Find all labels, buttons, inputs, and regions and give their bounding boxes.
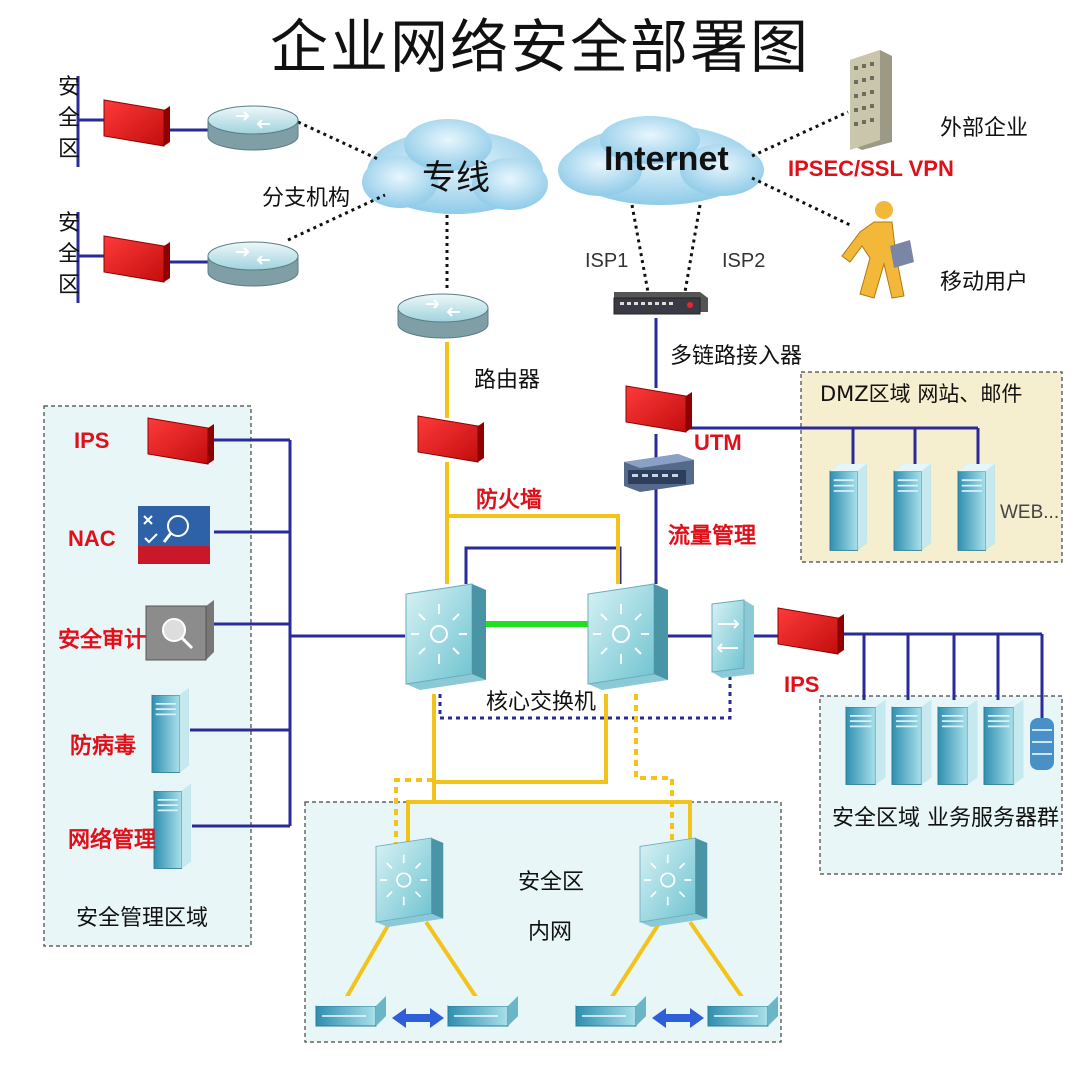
server-zone-label: 安全区域 业务服务器群 bbox=[832, 806, 1059, 831]
backup-link bbox=[438, 676, 732, 720]
intranet-switch-1 bbox=[375, 837, 445, 928]
multilink-access-device bbox=[613, 292, 708, 315]
mgmt-antivirus-label: 防病毒 bbox=[70, 734, 137, 759]
main-router bbox=[397, 293, 489, 339]
branch-router-2 bbox=[207, 241, 299, 287]
dmz-web-label: WEB... bbox=[1000, 502, 1060, 523]
yellow-links bbox=[343, 342, 746, 1002]
management-zone-box bbox=[43, 405, 252, 947]
intranet-label-1: 安全区 bbox=[518, 870, 585, 895]
multilink-label: 多链路接入器 bbox=[670, 344, 803, 369]
internet-label: Internet bbox=[604, 140, 729, 178]
branch-links bbox=[76, 76, 210, 303]
distribution-switch bbox=[711, 599, 754, 678]
yellow-dotted-links bbox=[394, 694, 674, 848]
branch-label: 分支机构 bbox=[262, 186, 351, 211]
page-title: 企业网络安全部署图 bbox=[269, 13, 810, 81]
business-server-1 bbox=[845, 699, 887, 786]
vpn-label: IPSEC/SSL VPN bbox=[788, 156, 954, 181]
dmz-server-1 bbox=[829, 463, 868, 552]
ips-server-device bbox=[777, 607, 845, 655]
firewall-label: 防火墙 bbox=[476, 488, 543, 513]
intranet-label-2: 内网 bbox=[528, 920, 573, 945]
access-switch-3 bbox=[575, 995, 647, 1027]
branch-firewall-2 bbox=[103, 235, 171, 283]
private-line-cloud bbox=[362, 119, 548, 214]
utm-device bbox=[625, 385, 693, 433]
storage-icon bbox=[1030, 718, 1054, 770]
wan-links bbox=[287, 110, 851, 293]
mgmt-zone-label: 安全管理区域 bbox=[76, 906, 209, 931]
main-firewall bbox=[417, 415, 485, 463]
isp2-label: ISP2 bbox=[722, 250, 766, 272]
network-management-server bbox=[153, 783, 192, 870]
branch-router-1 bbox=[207, 105, 299, 151]
dmz-title: DMZ区域 网站、邮件 bbox=[820, 382, 1023, 406]
core-switch-1 bbox=[405, 583, 487, 691]
building-icon bbox=[850, 50, 892, 150]
business-server-2 bbox=[891, 699, 933, 786]
audit-device bbox=[145, 600, 214, 661]
private-line-label: 专线 bbox=[422, 158, 490, 198]
router-label: 路由器 bbox=[474, 368, 541, 393]
traffic-label: 流量管理 bbox=[668, 524, 757, 549]
business-server-4 bbox=[983, 699, 1025, 786]
nac-device bbox=[138, 506, 210, 564]
mgmt-network-label: 网络管理 bbox=[68, 828, 157, 853]
utm-label: UTM bbox=[694, 430, 742, 455]
mgmt-nac-label: NAC bbox=[68, 526, 116, 551]
core-switch-label: 核心交换机 bbox=[486, 690, 597, 715]
dmz-server-2 bbox=[893, 463, 932, 552]
intranet-switch-2 bbox=[639, 837, 709, 928]
mobile-user-label: 移动用户 bbox=[940, 270, 1029, 295]
traffic-management-device bbox=[624, 454, 694, 492]
branch-zone-label-2: 安全区 bbox=[57, 211, 80, 298]
business-server-3 bbox=[937, 699, 979, 786]
mgmt-audit-label: 安全审计 bbox=[58, 628, 147, 653]
dmz-server-3 bbox=[957, 463, 996, 552]
internet-cloud bbox=[558, 116, 764, 205]
ips-server-label: IPS bbox=[784, 672, 820, 697]
access-switch-1 bbox=[315, 995, 387, 1027]
mgmt-ips-label: IPS bbox=[74, 428, 110, 453]
core-switch-2 bbox=[587, 583, 669, 691]
external-enterprise-label: 外部企业 bbox=[940, 116, 1029, 141]
antivirus-server bbox=[151, 687, 190, 774]
access-switch-2 bbox=[447, 995, 519, 1027]
branch-zone-label-1: 安全区 bbox=[57, 75, 80, 162]
access-switch-4 bbox=[707, 995, 779, 1027]
bidirectional-arrow-icon bbox=[392, 1008, 704, 1028]
branch-firewall-1 bbox=[103, 99, 171, 147]
mobile-user-icon bbox=[841, 201, 914, 299]
isp1-label: ISP1 bbox=[585, 250, 629, 272]
